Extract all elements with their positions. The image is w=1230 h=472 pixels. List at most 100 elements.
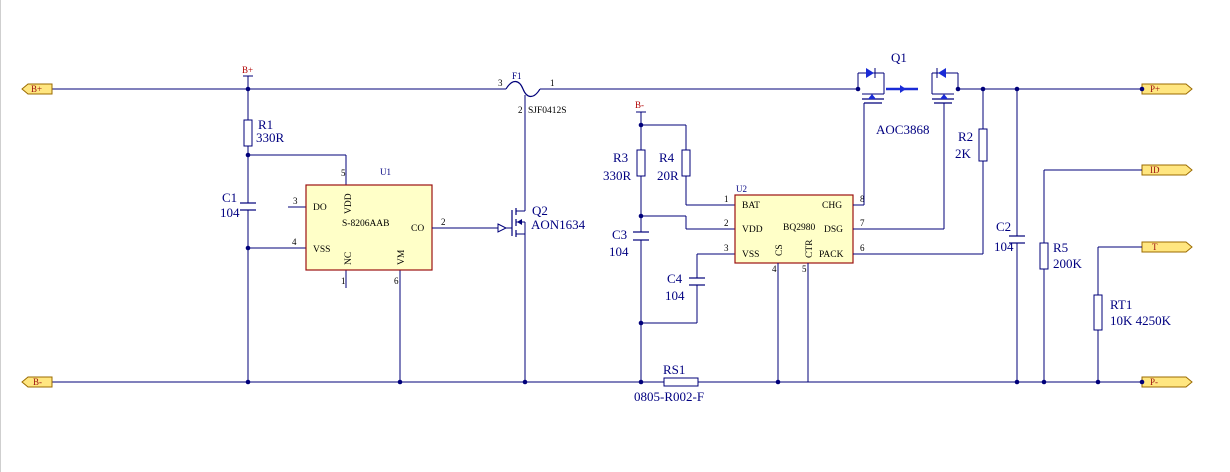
u2-pin-bat: BAT <box>742 201 760 211</box>
c2-value: 104 <box>994 239 1014 254</box>
u2-pinnum-vss: 3 <box>724 243 729 253</box>
q2-part: AON1634 <box>531 217 586 232</box>
u2-ref: U2 <box>736 184 747 194</box>
u2-part: BQ2980 <box>783 223 815 233</box>
r2-ref: R2 <box>958 129 973 144</box>
q2-ref: Q2 <box>532 203 548 218</box>
u2-pinnum-pack: 6 <box>860 243 865 253</box>
f1-pin-left: 3 <box>498 78 503 88</box>
u2-pinnum-bat: 1 <box>724 194 729 204</box>
c3-value: 104 <box>609 244 629 259</box>
c2-ref: C2 <box>996 219 1011 234</box>
resistor-rs1[interactable]: RS1 0805-R002-F <box>634 362 704 404</box>
q1-part: AOC3868 <box>876 122 929 137</box>
capacitor-c3[interactable]: C3 104 <box>609 227 649 259</box>
u2-pin-vdd: VDD <box>742 225 763 235</box>
u1-pinnum-do: 3 <box>293 196 298 206</box>
u1-pinnum-vdd: 5 <box>341 168 346 178</box>
ic-u2[interactable]: U2 BQ2980 BAT VDD VSS CHG DSG PACK CS CT… <box>724 184 865 274</box>
u2-output-wires <box>777 108 984 382</box>
port-id-label: ID <box>1150 165 1160 175</box>
f1-pin-right: 1 <box>550 78 555 88</box>
u2-pinnum-ctr: 5 <box>802 264 807 274</box>
u1-pinnum-co: 2 <box>441 217 446 227</box>
rs1-ref: RS1 <box>663 362 685 377</box>
u2-pin-cs: CS <box>775 244 785 256</box>
resistor-r4[interactable]: R4 20R <box>657 149 691 183</box>
rt1-value: 10K 4250K <box>1110 313 1172 328</box>
port-b-plus-label: B+ <box>31 84 42 94</box>
port-p-minus[interactable]: P- <box>1141 376 1193 388</box>
u1-pinnum-vss: 4 <box>292 237 297 247</box>
r1-value: 330R <box>256 130 285 145</box>
port-p-plus-label: P+ <box>1150 84 1160 94</box>
r4-ref: R4 <box>659 150 675 165</box>
r5-value: 200K <box>1053 256 1083 271</box>
f1-part: SJF0412S <box>528 106 567 116</box>
bq-filter-wires <box>640 112 735 382</box>
fuse-f1[interactable]: F1 3 1 2 SJF0412S <box>498 71 567 205</box>
port-b-minus-label: B- <box>33 377 42 387</box>
co-to-q2-gate-wire <box>432 223 508 233</box>
capacitor-c4[interactable]: C4 104 <box>665 271 705 303</box>
c4-value: 104 <box>665 288 685 303</box>
resistor-r1[interactable]: R1 330R <box>243 117 285 147</box>
resistor-r5[interactable]: R5 200K <box>1039 169 1142 382</box>
u2-pin-pack: PACK <box>819 250 844 260</box>
power-flag-b-minus-label: B- <box>635 100 644 110</box>
u2-pinnum-chg: 8 <box>860 194 865 204</box>
ic-u1[interactable]: U1 S-8206AAB DO VSS CO VDD NC VM 3 4 2 5… <box>292 167 446 286</box>
port-b-plus[interactable]: B+ <box>21 83 53 95</box>
power-flag-b-plus: B+ <box>242 65 253 77</box>
f1-pin-bottom: 2 <box>518 105 523 115</box>
u2-pin-chg: CHG <box>822 201 842 211</box>
thermistor-rt1[interactable]: RT1 10K 4250K <box>1093 246 1172 382</box>
f1-ref: F1 <box>512 71 522 81</box>
c1-value: 104 <box>220 205 240 220</box>
resistor-r2[interactable]: R2 2K <box>955 89 988 162</box>
power-flag-b-minus: B- <box>635 100 646 113</box>
r2-value: 2K <box>955 146 972 161</box>
power-flag-b-plus-label: B+ <box>242 65 253 75</box>
u1-pinnum-nc: 1 <box>341 276 346 286</box>
c1-ref: C1 <box>222 190 237 205</box>
mosfet-q2[interactable]: Q2 AON1634 <box>506 203 586 382</box>
capacitor-c2[interactable]: C2 104 <box>994 89 1025 382</box>
capacitor-c1[interactable]: C1 104 <box>220 190 256 220</box>
port-id[interactable]: ID <box>1141 164 1193 176</box>
u2-pin-vss: VSS <box>742 250 759 260</box>
rt1-ref: RT1 <box>1110 297 1132 312</box>
u2-pinnum-vdd: 2 <box>724 218 729 228</box>
r4-value: 20R <box>657 168 679 183</box>
u1-pin-vm: VM <box>397 249 407 265</box>
c3-ref: C3 <box>612 227 627 242</box>
r3-value: 330R <box>603 168 632 183</box>
r1-c1-branch-wires <box>247 89 401 382</box>
u1-part: S-8206AAB <box>342 219 390 229</box>
resistor-r3[interactable]: R3 330R <box>603 149 646 183</box>
u2-pinnum-dsg: 7 <box>860 218 865 228</box>
u2-pinnum-cs: 4 <box>772 264 777 274</box>
u1-pin-vss: VSS <box>313 245 330 255</box>
u1-pin-nc: NC <box>344 252 354 265</box>
rs1-value: 0805-R002-F <box>634 389 704 404</box>
u1-ref: U1 <box>380 167 391 177</box>
r5-ref: R5 <box>1053 240 1068 255</box>
port-t[interactable]: T <box>1141 241 1193 253</box>
port-b-minus[interactable]: B- <box>21 376 53 388</box>
junction-dots <box>245 86 1145 385</box>
mosfet-q1[interactable]: Q1 AOC3868 <box>857 50 959 137</box>
q1-ref: Q1 <box>891 50 907 65</box>
r1-ref: R1 <box>258 117 273 132</box>
c4-ref: C4 <box>667 271 683 286</box>
u2-pin-ctr: CTR <box>805 239 815 258</box>
r3-ref: R3 <box>613 150 628 165</box>
u1-pin-co: CO <box>411 224 424 234</box>
port-t-label: T <box>1152 242 1158 252</box>
top-rail-wires <box>52 76 1142 90</box>
u1-pin-vdd: VDD <box>344 193 354 214</box>
port-p-plus[interactable]: P+ <box>1141 83 1193 95</box>
u1-pinnum-vm: 6 <box>394 276 399 286</box>
